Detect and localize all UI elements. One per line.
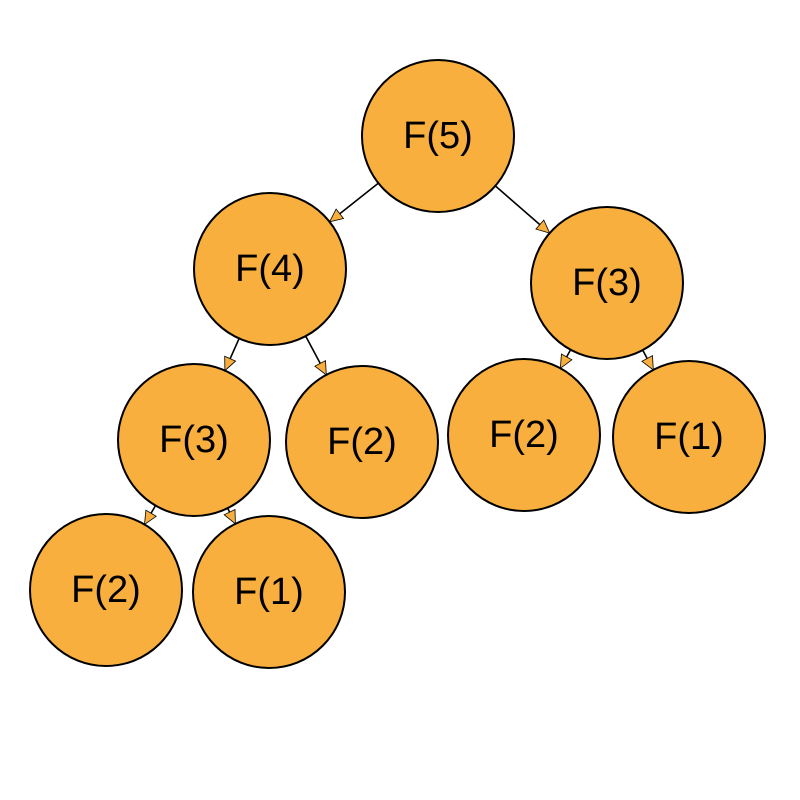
tree-node-n2a: F(2) (285, 365, 439, 519)
arrowhead-icon (144, 509, 157, 526)
edge-n3b-to-n2c (144, 505, 157, 526)
edge-line (494, 185, 541, 226)
edge-n5-to-n4 (328, 182, 379, 223)
node-circle (285, 365, 439, 519)
arrowhead-icon (559, 353, 573, 370)
node-label: F(2) (327, 421, 397, 463)
arrowhead-icon (224, 355, 237, 372)
edges-layer (144, 182, 654, 526)
tree-node-n3a: F(3) (530, 206, 684, 360)
arrowhead-icon (223, 508, 236, 525)
edge-n5-to-n3a (494, 185, 551, 234)
edge-line (229, 338, 240, 359)
edge-n3b-to-n1b (223, 507, 236, 525)
arrowhead-icon (314, 359, 327, 376)
tree-node-n1a: F(1) (612, 360, 766, 514)
node-label: F(2) (71, 569, 141, 611)
node-circle (193, 192, 347, 346)
edge-n3a-to-n2b (559, 349, 573, 370)
tree-node-n2c: F(2) (29, 513, 183, 667)
edge-line (304, 335, 321, 364)
node-label: F(4) (235, 248, 305, 290)
arrowhead-icon (641, 354, 654, 371)
node-label: F(3) (572, 262, 642, 304)
nodes-layer: F(5) F(4) F(3) F(3) F(2) F(2) F(2) F(1) F(1) (29, 59, 766, 669)
node-circle (361, 59, 515, 213)
edge-line (150, 505, 157, 514)
node-circle (29, 513, 183, 667)
edge-n4-to-n3b (224, 338, 240, 372)
tree-node-n2b: F(2) (447, 358, 601, 512)
arrowhead-icon (535, 219, 551, 234)
arrowhead-icon (328, 208, 345, 223)
node-circle (530, 206, 684, 360)
tree-node-n4: F(4) (193, 192, 347, 346)
edge-line (339, 182, 379, 215)
node-circle (447, 358, 601, 512)
node-label: F(1) (654, 416, 724, 458)
edge-n3a-to-n1a (641, 349, 654, 371)
edge-line (642, 349, 648, 359)
tree-node-n5: F(5) (361, 59, 515, 213)
node-circle (612, 360, 766, 514)
edge-n4-to-n2a (304, 335, 327, 376)
tree-node-n3b: F(3) (117, 363, 271, 517)
node-label: F(5) (403, 115, 473, 157)
node-circle (117, 363, 271, 517)
edge-line (565, 349, 572, 358)
node-label: F(1) (234, 571, 304, 613)
node-circle (192, 515, 346, 669)
node-label: F(2) (489, 414, 559, 456)
tree-node-n1b: F(1) (192, 515, 346, 669)
node-label: F(3) (159, 419, 229, 461)
